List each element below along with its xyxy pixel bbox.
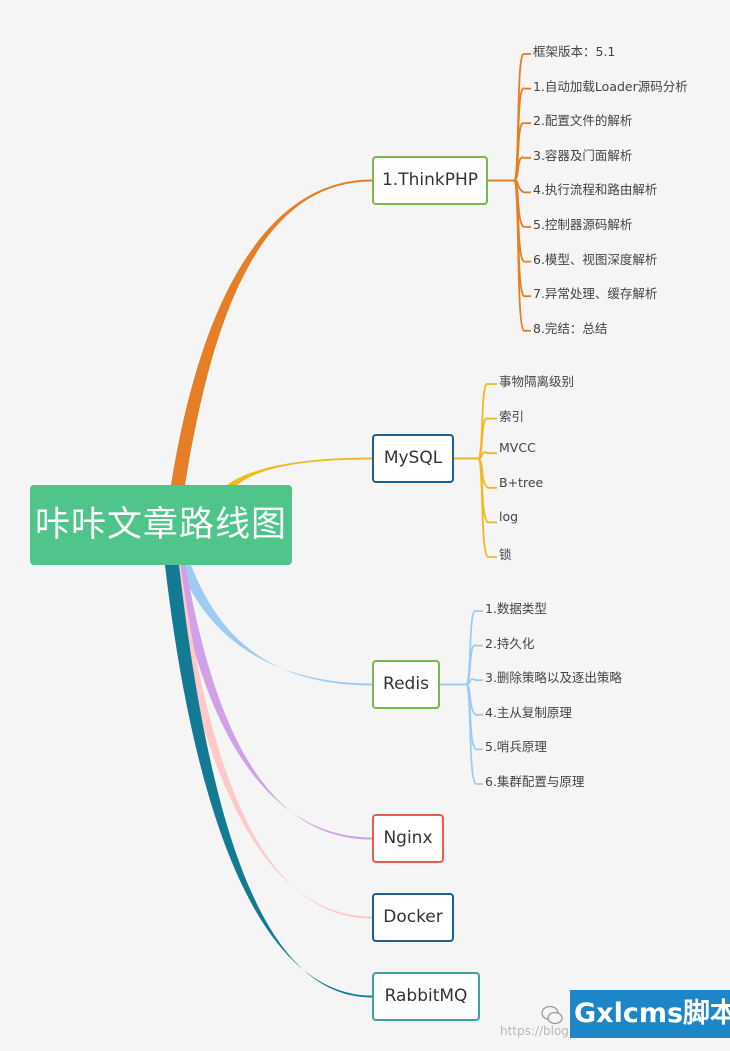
- leaf-connector: [513, 156, 531, 182]
- leaf-label[interactable]: 4.执行流程和路由解析: [533, 182, 658, 198]
- leaf-label[interactable]: 1.数据类型: [485, 601, 547, 616]
- leaf-connector: [513, 179, 531, 332]
- leaf-label[interactable]: log: [499, 509, 519, 525]
- leaf-label[interactable]: 索引: [499, 408, 525, 424]
- leaf-label[interactable]: 6.模型、视图深度解析: [533, 251, 658, 267]
- branch-node-nginx[interactable]: Nginx: [372, 814, 444, 863]
- leaf-label[interactable]: MVCC: [499, 440, 536, 456]
- branch-node-rabbitmq[interactable]: RabbitMQ: [372, 972, 480, 1021]
- leaf-label[interactable]: 2.持久化: [485, 635, 535, 651]
- branch-node-redis[interactable]: Redis: [372, 660, 440, 709]
- branch-node-mysql[interactable]: MySQL: [372, 434, 454, 483]
- leaf-connector: [465, 683, 483, 785]
- branch-connector: [165, 565, 372, 998]
- leaf-label[interactable]: B+tree: [499, 474, 544, 490]
- branch-connector: [171, 179, 372, 485]
- leaf-label[interactable]: 事物隔离级别: [499, 374, 575, 389]
- leaf-label[interactable]: 3.容器及门面解析: [533, 147, 633, 163]
- leaf-label[interactable]: 8.完结：总结: [533, 320, 608, 336]
- leaf-connector: [477, 417, 497, 460]
- leaf-connector: [477, 457, 497, 558]
- root-node[interactable]: 咔咔文章路线图: [30, 485, 292, 565]
- leaf-label[interactable]: 框架版本：5.1: [533, 44, 616, 59]
- leaf-label[interactable]: 4.主从复制原理: [485, 704, 572, 720]
- branch-connector: [179, 565, 372, 686]
- leaf-label[interactable]: 6.集群配置与原理: [485, 774, 585, 789]
- branch-node-thinkphp[interactable]: 1.ThinkPHP: [372, 156, 488, 205]
- branch-connector: [227, 457, 372, 485]
- leaf-label[interactable]: 2.配置文件的解析: [533, 113, 633, 129]
- branch-connector: [174, 565, 372, 840]
- branch-node-docker[interactable]: Docker: [372, 893, 454, 942]
- leaf-connector: [465, 644, 483, 686]
- leaf-label[interactable]: 5.哨兵原理: [485, 739, 547, 755]
- leaf-label[interactable]: 1.自动加载Loader源码分析: [533, 78, 688, 94]
- branch-connector: [169, 565, 372, 919]
- leaf-label[interactable]: 锁: [499, 547, 512, 562]
- wechat-icon: [541, 1005, 563, 1025]
- leaf-label[interactable]: 3.删除策略以及逐出策略: [485, 670, 622, 686]
- watermark-brand: Gxlcms脚本: [570, 990, 730, 1038]
- leaf-label[interactable]: 5.控制器源码解析: [533, 217, 633, 232]
- leaf-label[interactable]: 7.异常处理、缓存解析: [533, 286, 658, 302]
